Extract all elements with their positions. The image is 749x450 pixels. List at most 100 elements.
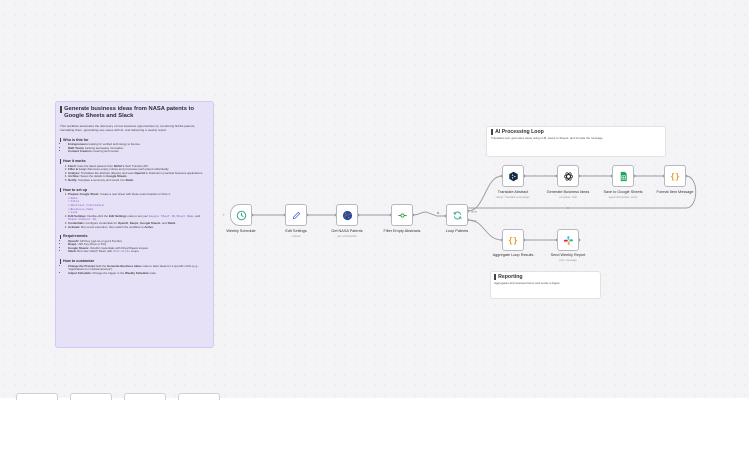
list-item: Google Sheets: OAuth2 credentials with D… — [68, 246, 209, 251]
branch-label-loop: loop — [471, 219, 477, 223]
node-label: Send Weekly Report — [550, 253, 586, 257]
bottom-panel-tab[interactable] — [124, 393, 166, 400]
list-item: Filter & Loop: Removes empty entries and… — [68, 167, 209, 172]
requirements-list: OpenAI: API Key (gpt-4o or gpt-3.5-turbo… — [60, 239, 209, 254]
node-save-to-google-sheets[interactable] — [612, 165, 634, 187]
section-heading: How it works — [62, 159, 86, 163]
list-item: Archive: Saves the details to Google She… — [68, 175, 209, 179]
loop-icon — [452, 211, 462, 219]
node-label: Get NASA Patents — [331, 229, 363, 233]
node-label: Aggregate Loop Results — [492, 253, 534, 257]
list-item: ○ Abstract_Translated — [68, 202, 104, 207]
customize-list: Change the Prompt: Edit the Generate Bus… — [60, 264, 209, 276]
list-item: Credentials: Configure credentials for O… — [68, 221, 209, 226]
filter-icon — [397, 212, 407, 218]
openai-icon — [563, 171, 573, 181]
sticky-title: AI Processing Loop — [495, 129, 544, 135]
node-label: Weekly Schedule — [226, 229, 256, 233]
code-icon: {} — [508, 235, 518, 245]
nasa-icon — [342, 210, 352, 220]
section-heading: How to customize — [62, 259, 95, 264]
list-item: ○ Title — [68, 199, 80, 204]
node-translate-abstract[interactable] — [502, 165, 524, 187]
sticky-description: Aggregates all processed items and sends… — [494, 280, 561, 285]
node-generate-business-ideas[interactable] — [557, 165, 579, 187]
node-label: Loop Patents — [445, 229, 469, 233]
node-loop-patents[interactable] — [446, 204, 468, 226]
pencil-icon — [292, 211, 300, 219]
list-item: Entrepreneurs looking for verified techn… — [68, 142, 209, 147]
section-heading: How to set up — [62, 187, 88, 192]
node-subtitle: manual — [291, 235, 301, 238]
slack-icon — [563, 235, 573, 245]
node-subtitle: complete: chat — [559, 196, 577, 199]
deepl-icon — [508, 171, 518, 181]
node-subtitle: post: message — [559, 259, 577, 262]
section-customize: How to customize Change the Prompt: Edit… — [60, 259, 209, 275]
list-item: R&D Teams tracking aerospace innovation. — [68, 146, 209, 151]
workflow-canvas[interactable]: Generate business ideas from NASA patent… — [0, 0, 749, 398]
section-setup: How to set up Prepare Google Sheet: Crea… — [60, 188, 209, 230]
list-item: OpenAI: API Key (gpt-4o or gpt-3.5-turbo… — [68, 239, 209, 244]
bottom-panel — [0, 398, 749, 450]
setup-list: Prepare Google Sheet: Create a new sheet… — [60, 192, 209, 230]
list-item: Adjust Schedule: Change the trigger in t… — [68, 271, 209, 276]
node-subtitle: get: techtransfer — [337, 235, 357, 238]
list-item: Analyze: Translates the abstract (DeepL)… — [68, 171, 209, 176]
list-item: Prepare Google Sheet: Create a new sheet… — [68, 192, 209, 215]
section-who: Who is this for Entrepreneurs looking fo… — [60, 138, 209, 154]
list-item: Fetch: Gets the latest patents from NASA… — [68, 164, 209, 169]
list-item: ○ Business_Idea — [68, 206, 94, 211]
edge-midpoint — [567, 207, 569, 209]
list-item: Edit Settings: Double-click the Edit Set… — [68, 214, 209, 222]
sticky-title: Generate business ideas from NASA patent… — [60, 106, 209, 121]
connection-line — [467, 219, 503, 241]
sticky-description: Translates text, generates ideas using L… — [491, 135, 604, 140]
list-item: Activate: Run a test execution, then swi… — [68, 225, 209, 230]
node-subtitle: deepl: Translate a language — [496, 196, 530, 199]
header-list: ○ Date ○ Title ○ Abstract_Translated ○ B… — [68, 195, 209, 215]
list-item: Notify: Compiles a summary and sends it … — [68, 178, 209, 183]
sticky-title: Reporting — [498, 274, 523, 280]
section-how: How it works Fetch: Gets the latest pate… — [60, 159, 209, 183]
bottom-panel-tab[interactable] — [70, 393, 112, 400]
connection-line — [412, 211, 446, 217]
branch-label-done: done — [471, 210, 478, 214]
node-label: Translate Abstract — [497, 190, 529, 194]
list-item: ○ Link — [68, 210, 78, 215]
list-item: Slack: Bot User OAuth Token with chat:wr… — [68, 250, 209, 254]
sticky-note-overview[interactable]: Generate business ideas from NASA patent… — [55, 101, 214, 348]
how-list: Fetch: Gets the latest patents from NASA… — [60, 164, 209, 183]
node-label: Format Item Message — [656, 190, 694, 194]
clock-icon — [236, 210, 246, 220]
node-edit-settings[interactable] — [285, 204, 307, 226]
node-label: Generate Business Ideas — [546, 190, 590, 194]
node-label: Edit Settings — [285, 229, 307, 233]
bottom-panel-tab[interactable] — [16, 393, 58, 400]
node-aggregate-loop-results[interactable]: {} — [502, 229, 524, 251]
sticky-note-ai-loop[interactable]: AI Processing Loop Translates text, gene… — [486, 126, 666, 157]
node-send-weekly-report[interactable] — [557, 229, 579, 251]
connection-line — [467, 175, 503, 212]
node-format-item-message[interactable]: {} — [664, 165, 686, 187]
edge-midpoint — [437, 212, 439, 214]
who-list: Entrepreneurs looking for verified techn… — [60, 142, 209, 154]
section-heading: Who is this for — [62, 137, 89, 142]
node-filter-empty-abstracts[interactable] — [391, 204, 413, 226]
node-label: Filter Empty Abstracts — [383, 229, 421, 233]
list-item: DeepL: API Key (Free or Pro) — [68, 242, 209, 247]
sheets-icon — [620, 171, 627, 181]
list-item: ○ Date — [68, 195, 78, 200]
node-get-nasa-patents[interactable] — [336, 204, 358, 226]
list-item: Change the Prompt: Edit the Generate Bus… — [68, 264, 209, 272]
node-label: Save to Google Sheets — [603, 190, 643, 194]
bottom-panel-tab[interactable] — [178, 393, 220, 400]
section-requirements: Requirements OpenAI: API Key (gpt-4o or … — [60, 234, 209, 254]
node-weekly-schedule[interactable] — [230, 204, 252, 226]
code-icon: {} — [670, 171, 680, 181]
sticky-intro: This workflow automates the discovery of… — [60, 123, 196, 132]
node-subtitle: appendOrUpdate: sheet — [608, 196, 638, 199]
list-item: Content Creators covering tech trends. — [68, 150, 209, 154]
sticky-note-reporting[interactable]: Reporting Aggregates all processed items… — [490, 271, 601, 299]
section-heading: Requirements — [62, 234, 88, 239]
